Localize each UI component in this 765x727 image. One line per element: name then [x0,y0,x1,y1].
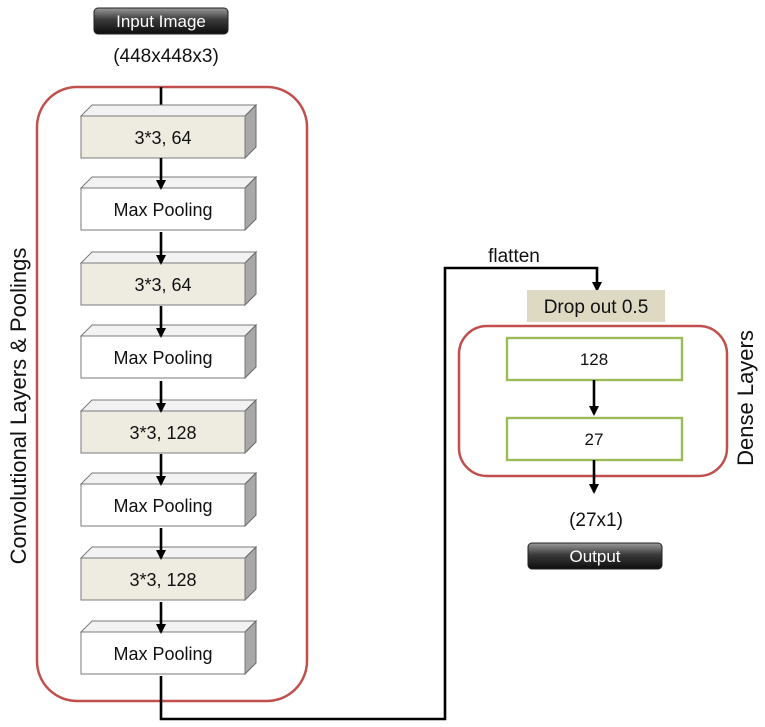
conv-layer-1: 3*3, 64 [79,103,258,160]
pool-layer-2-label: Max Pooling [113,348,212,368]
pool-layer-3: Max Pooling [79,471,258,528]
pool-layer-4: Max Pooling [79,619,258,676]
dense-layer-1-box [505,336,684,382]
input-image-label: Input Image [116,12,206,31]
dropout-label: Drop out 0.5 [544,297,649,318]
pool-layer-4-box [80,631,246,675]
conv-layer-3-box [80,410,246,454]
output-shape-label: (27x1) [569,510,623,531]
conv-layer-2-top-face [79,251,258,264]
input-shape-label: (448x448x3) [113,46,219,67]
output-pill [527,542,663,570]
pool-layer-3-top-face [79,472,258,485]
conv-layer-3-label: 3*3, 128 [129,423,196,443]
conv-layer-2-label: 3*3, 64 [134,275,191,295]
conv-group-label: Convolutional Layers & Poolings [6,248,31,565]
conv-group-border [35,85,309,703]
conv-layer-stack: 3*3, 64 Max Pooling 3*3, 64 Max Pooling … [79,103,258,676]
conv-layer-4-top-face [79,546,258,559]
pool-layer-4-label: Max Pooling [113,644,212,664]
conv-layer-1-label: 3*3, 64 [134,128,191,148]
pool-layer-2-top-face [79,324,258,337]
pool-layer-4-top-face [79,620,258,633]
conv-layer-1-top-face [79,104,258,117]
conv-layer-2-box [80,262,246,306]
conv-layer-1-box [80,115,246,159]
conv-layer-4-label: 3*3, 128 [129,570,196,590]
flatten-connector [159,266,602,721]
pool-layer-1-label: Max Pooling [113,200,212,220]
conv-layer-2: 3*3, 64 [79,250,258,307]
output-label: Output [569,547,620,566]
conv-layer-3: 3*3, 128 [79,398,258,455]
pool-layer-3-label: Max Pooling [113,496,212,516]
dropout-box [527,290,665,322]
input-image-pill [93,7,229,35]
conv-layer-4-box [80,557,246,601]
dense-layer-2-box [505,416,684,462]
pool-layer-1-top-face [79,176,258,189]
pool-layer-1: Max Pooling [79,175,258,232]
pool-layer-2: Max Pooling [79,323,258,380]
pool-layer-2-box [80,335,246,379]
dense-layer-2-label: 27 [585,430,604,449]
conv-layer-3-top-face [79,399,258,412]
pool-layer-1-box [80,187,246,231]
dense-group-label: Dense Layers [733,330,758,466]
dense-layer-1-label: 128 [580,350,608,369]
conv-layer-4: 3*3, 128 [79,545,258,602]
flatten-label: flatten [488,246,540,267]
